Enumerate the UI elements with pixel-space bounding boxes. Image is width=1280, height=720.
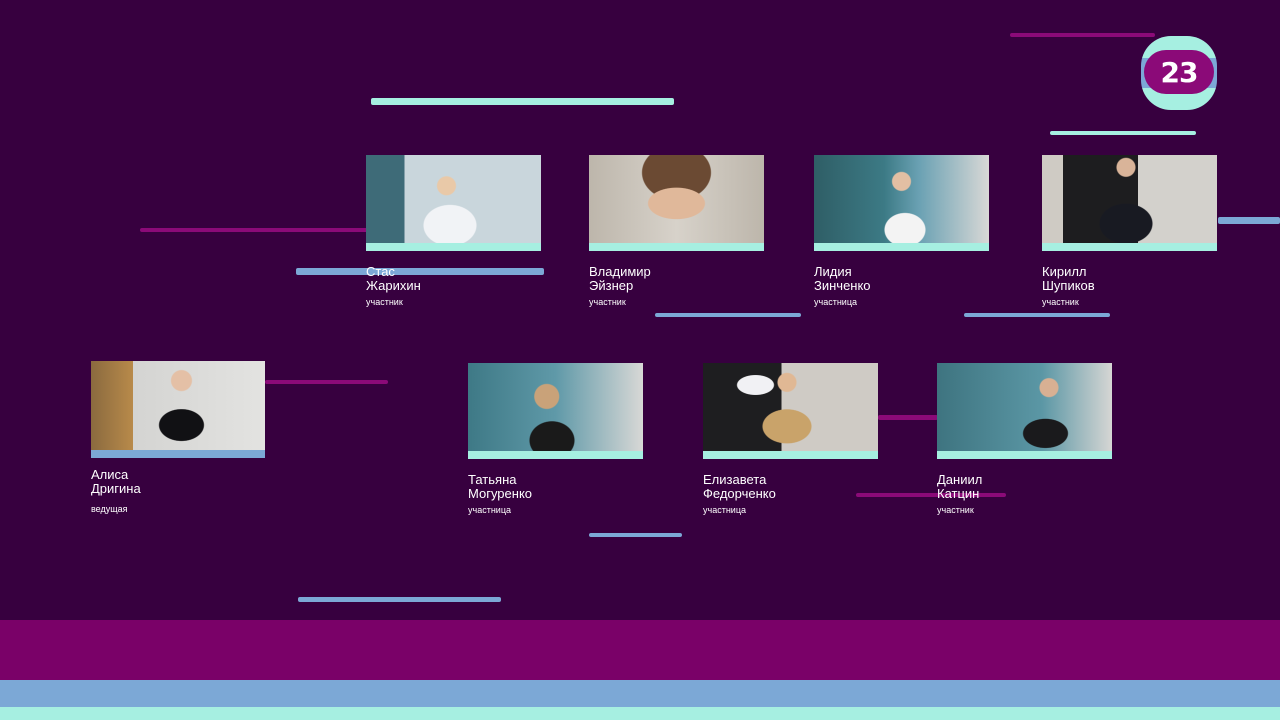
decor-line — [655, 313, 801, 317]
participant-photo-vladimir — [589, 155, 764, 251]
participant-role: участница — [468, 505, 511, 515]
participant-name: Владимир Эйзнер — [589, 264, 651, 293]
channel-logo-text: 23 — [1144, 50, 1214, 94]
participant-name: Елизавета Федорченко — [703, 472, 776, 501]
participant-photo-kirill — [1042, 155, 1217, 251]
decor-line — [371, 98, 674, 105]
participant-photo-daniil — [937, 363, 1112, 459]
decor-line — [1010, 33, 1155, 37]
participant-photo-stas — [366, 155, 541, 251]
decor-line — [296, 268, 544, 275]
participant-role: участник — [366, 297, 403, 307]
participant-photo-tatiana — [468, 363, 643, 459]
participant-role: участница — [814, 297, 857, 307]
decor-line — [1218, 217, 1280, 224]
participant-role: участник — [589, 297, 626, 307]
participant-photo-elizaveta — [703, 363, 878, 459]
decor-line — [265, 380, 388, 384]
decor-line — [298, 597, 501, 602]
participant-role: участник — [937, 505, 974, 515]
participant-role: участник — [1042, 297, 1079, 307]
participant-name: Лидия Зинченко — [814, 264, 871, 293]
participant-photo-lidia — [814, 155, 989, 251]
bottom-stripe-magenta — [0, 620, 1280, 680]
bottom-stripe-mint — [0, 707, 1280, 720]
decor-line — [964, 313, 1110, 317]
participant-name: Даниил Катцин — [937, 472, 983, 501]
participant-name: Стас Жарихин — [366, 264, 421, 293]
host-name: Алиса Дригина — [91, 467, 141, 496]
decor-line — [1050, 131, 1196, 135]
participant-name: Татьяна Могуренко — [468, 472, 533, 501]
decor-line — [878, 415, 938, 420]
decor-line — [589, 533, 682, 537]
channel-logo: 23 — [1141, 36, 1217, 110]
decor-line — [856, 493, 1006, 497]
bottom-stripe-blue — [0, 680, 1280, 707]
decor-line — [140, 228, 368, 232]
participant-role: участница — [703, 505, 746, 515]
host-photo-alisa — [91, 361, 265, 458]
participant-name: Кирилл Шупиков — [1042, 264, 1095, 293]
host-role: ведущая — [91, 504, 128, 514]
